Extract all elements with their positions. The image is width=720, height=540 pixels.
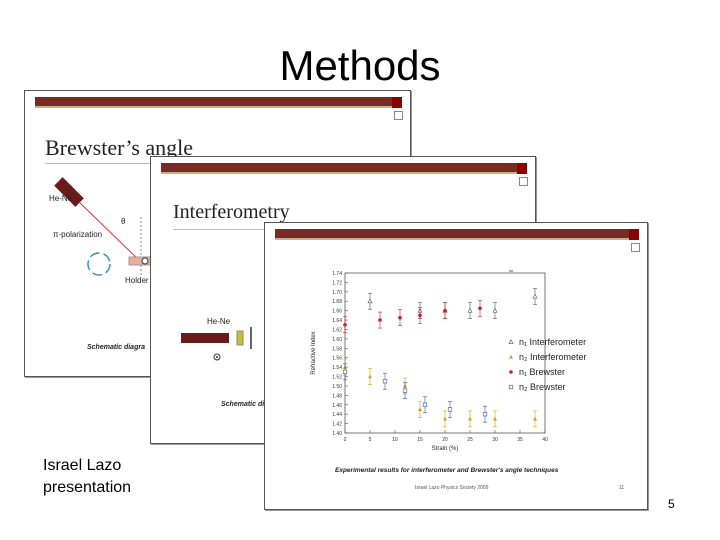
- laser-label: He-Ne: [49, 194, 73, 203]
- slide-header-bar-end: [629, 229, 639, 240]
- slide-caption: Schematic diagra: [87, 344, 145, 351]
- page-title: Methods: [279, 42, 441, 89]
- laser-label: He-Ne: [207, 317, 231, 326]
- data-point: [418, 313, 422, 318]
- y-tick-label: 1.52: [332, 375, 342, 381]
- slide-header-bar-end: [392, 97, 402, 108]
- y-tick-label: 1.42: [332, 422, 342, 428]
- slide-header-bar: [161, 163, 517, 174]
- laser-icon: [54, 177, 84, 207]
- y-tick-label: 1.64: [332, 318, 342, 324]
- y-tick-label: 1.58: [332, 346, 342, 352]
- refractive-index-chart: 1.74 1.72 1.70 1.68 1.66 1.64 1.62 1.60 1.58 1.56…: [311, 270, 548, 452]
- data-point: [342, 369, 348, 374]
- beam-line: [78, 201, 142, 263]
- slide-caption: Experimental results for interferometer …: [335, 467, 559, 474]
- data-point: [447, 407, 453, 412]
- data-point: [443, 308, 447, 313]
- legend-symbol: [509, 354, 513, 359]
- y-tick-label: 1.54: [332, 365, 342, 371]
- y-tick-label: 1.70: [332, 290, 342, 296]
- y-tick-label: 1.48: [332, 393, 342, 399]
- slide-heading: Interferometry: [173, 201, 290, 223]
- legend-n1-brewster: n₁ Brewster: [519, 367, 566, 377]
- rotation-arrow-icon: [87, 252, 111, 276]
- legend-n1-interferometer: n₁ Interferometer: [519, 337, 587, 347]
- x-tick-label: 30: [492, 437, 498, 443]
- data-point: [492, 307, 498, 313]
- slide-heading: Brewster’s angle: [45, 135, 194, 160]
- slide-header-bar-end: [517, 163, 527, 174]
- theta-label: θ: [121, 217, 126, 226]
- x-tick-label: 0: [344, 437, 347, 443]
- page-number: 5: [668, 497, 675, 511]
- data-point: [493, 416, 497, 421]
- legend-n2-interferometer: n₂ Interferometer: [519, 352, 587, 362]
- y-tick-label: 1.44: [332, 412, 342, 418]
- slide-header-square: [631, 243, 640, 252]
- data-point: [482, 412, 488, 417]
- data-point: [443, 416, 447, 421]
- legend-symbol: [508, 384, 514, 390]
- legend-symbol: [508, 339, 514, 344]
- data-point: [368, 374, 372, 379]
- polarizer-icon: [236, 330, 244, 346]
- slide-footer: Israel Lazo Physics Society 2009: [415, 485, 489, 491]
- laser-icon: [181, 333, 229, 343]
- data-point: [382, 379, 388, 384]
- y-tick-label: 1.40: [332, 431, 342, 437]
- x-tick-label: 5: [369, 437, 372, 443]
- y-tick-label: 1.72: [332, 280, 342, 286]
- data-point: [418, 407, 422, 412]
- x-tick-label: 20: [442, 437, 448, 443]
- data-point: [533, 416, 537, 421]
- y-tick-label: 1.68: [332, 299, 342, 305]
- brewster-setup-diagram: [54, 177, 156, 277]
- data-point: [398, 315, 402, 320]
- detector-dot-icon: [216, 356, 218, 358]
- y-tick-label: 1.74: [332, 271, 342, 277]
- legend-symbol: [509, 370, 513, 374]
- legend-n2-brewster: n₂ Brewster: [519, 382, 566, 392]
- slide-caption: Schematic di: [221, 401, 265, 408]
- y-tick-label: 1.60: [332, 337, 342, 343]
- slide-header-square: [519, 177, 528, 186]
- y-tick-label: 1.46: [332, 403, 342, 409]
- x-tick-label: 40: [542, 437, 548, 443]
- x-tick-label: 25: [467, 437, 473, 443]
- x-axis-label: Strain (%): [432, 446, 459, 452]
- data-point: [468, 416, 472, 421]
- interferometer-diagram: [181, 327, 252, 361]
- x-tick-label: 35: [517, 437, 523, 443]
- polarization-label: π-polarization: [53, 230, 103, 239]
- data-point: [422, 402, 428, 407]
- slide-results: 1.74 1.72 1.70 1.68 1.66 1.64 1.62 1.60 1.58 1.56…: [264, 222, 648, 510]
- data-point: [532, 293, 538, 299]
- sample-icon: [141, 257, 149, 265]
- y-tick-label: 1.56: [332, 356, 342, 362]
- data-point: [478, 306, 482, 311]
- slide-header-bar: [35, 97, 392, 108]
- x-tick-label: 15: [417, 437, 423, 443]
- data-point: [467, 307, 473, 313]
- y-tick-label: 1.50: [332, 384, 342, 390]
- holder-label: Holder: [125, 276, 149, 285]
- slide-header-bar: [275, 229, 629, 240]
- data-point: [378, 318, 382, 322]
- x-tick-label: 10: [392, 437, 398, 443]
- y-axis-label: Refractive Index: [311, 331, 317, 374]
- data-point: [402, 388, 408, 393]
- y-tick-label: 1.62: [332, 327, 342, 333]
- data-point: [367, 298, 373, 304]
- presenter-credit: Israel Lazo presentation: [43, 457, 132, 496]
- y-tick-label: 1.66: [332, 309, 342, 315]
- slide-header-square: [394, 111, 403, 120]
- data-point: [343, 322, 347, 327]
- slide-number: 11: [619, 485, 625, 491]
